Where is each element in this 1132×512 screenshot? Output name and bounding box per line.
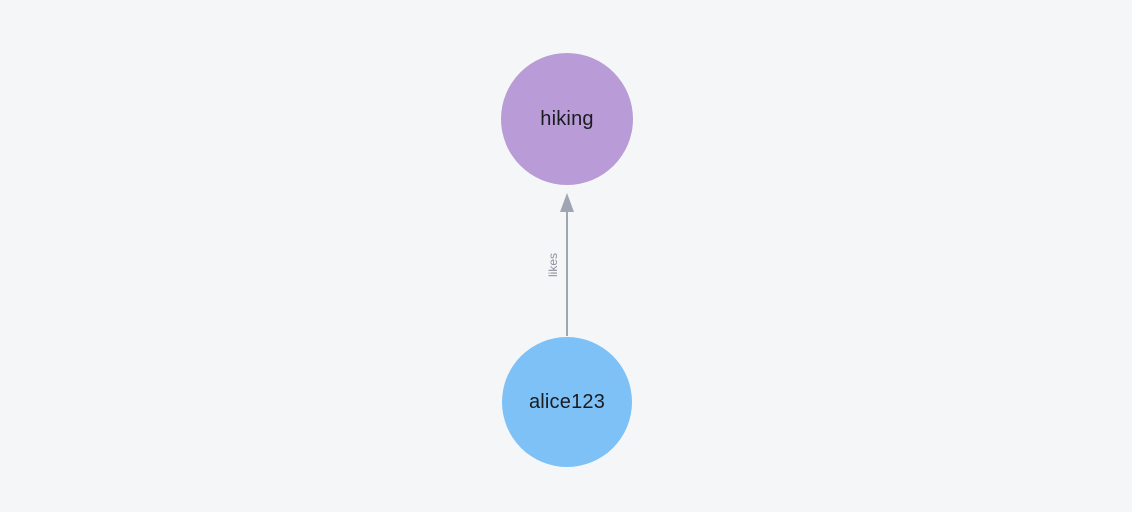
node-label: hiking (540, 108, 594, 130)
node-alice123[interactable]: alice123 (502, 337, 632, 467)
node-hiking[interactable]: hiking (501, 53, 633, 185)
edge-label-likes[interactable]: likes (546, 252, 560, 278)
arrowhead-up-icon (560, 193, 574, 212)
edge-line[interactable] (566, 205, 568, 336)
node-label: alice123 (528, 391, 606, 413)
